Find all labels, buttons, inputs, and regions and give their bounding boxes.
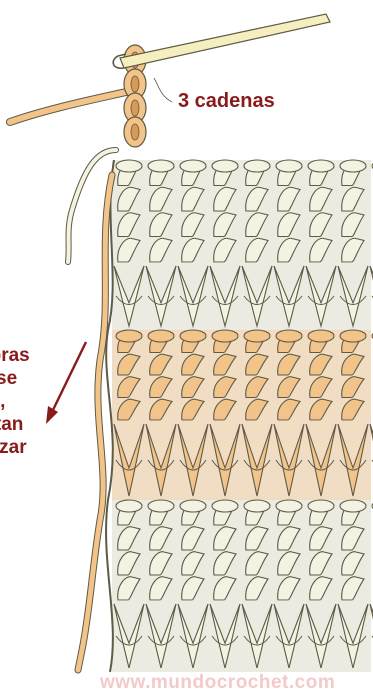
side-note-line-4: ultan (0, 413, 88, 436)
working-yarn (10, 92, 126, 122)
top-loop (340, 500, 366, 512)
top-loop (276, 330, 302, 342)
top-loop (180, 500, 206, 512)
stitch-row-3 (112, 330, 373, 420)
chain-link-core (131, 76, 139, 92)
top-loop (340, 330, 366, 342)
top-loop (244, 500, 270, 512)
side-note-line-3: an, (0, 390, 88, 413)
label-pointer (154, 78, 172, 102)
top-loop (148, 160, 174, 172)
top-loop (308, 500, 334, 512)
row-background (112, 600, 371, 672)
side-note-line-2: se (0, 367, 88, 390)
chain-link-core (131, 124, 139, 140)
stitch-row-1 (112, 160, 373, 262)
side-note-line-1: obras (0, 344, 88, 367)
watermark: www.mundocrochet.com (100, 672, 335, 694)
crochet-hook-icon (113, 14, 330, 68)
row-background (112, 262, 371, 330)
top-loop (276, 500, 302, 512)
top-loop (244, 160, 270, 172)
stitch-rows (112, 160, 373, 672)
top-loop (276, 160, 302, 172)
stitch-row-5 (112, 500, 373, 600)
top-loop (148, 330, 174, 342)
top-loop (116, 330, 142, 342)
chain-label: 3 cadenas (178, 90, 275, 113)
top-loop (116, 500, 142, 512)
side-note: obras se an, ultan alizar (0, 344, 88, 459)
top-loop (244, 330, 270, 342)
top-loop (180, 330, 206, 342)
stitch-row-4 (112, 420, 373, 500)
top-loop (212, 500, 238, 512)
top-loop (340, 160, 366, 172)
top-loop (308, 160, 334, 172)
chain-link-core (131, 100, 139, 116)
stitch-row-6 (112, 600, 373, 672)
side-note-line-5: alizar (0, 436, 88, 459)
stitch-row-2 (112, 262, 373, 330)
top-loop (180, 160, 206, 172)
top-loop (212, 160, 238, 172)
row-background (112, 420, 371, 500)
top-loop (148, 500, 174, 512)
hook-shaft (120, 14, 330, 68)
top-loop (116, 160, 142, 172)
top-loop (212, 330, 238, 342)
top-loop (308, 330, 334, 342)
